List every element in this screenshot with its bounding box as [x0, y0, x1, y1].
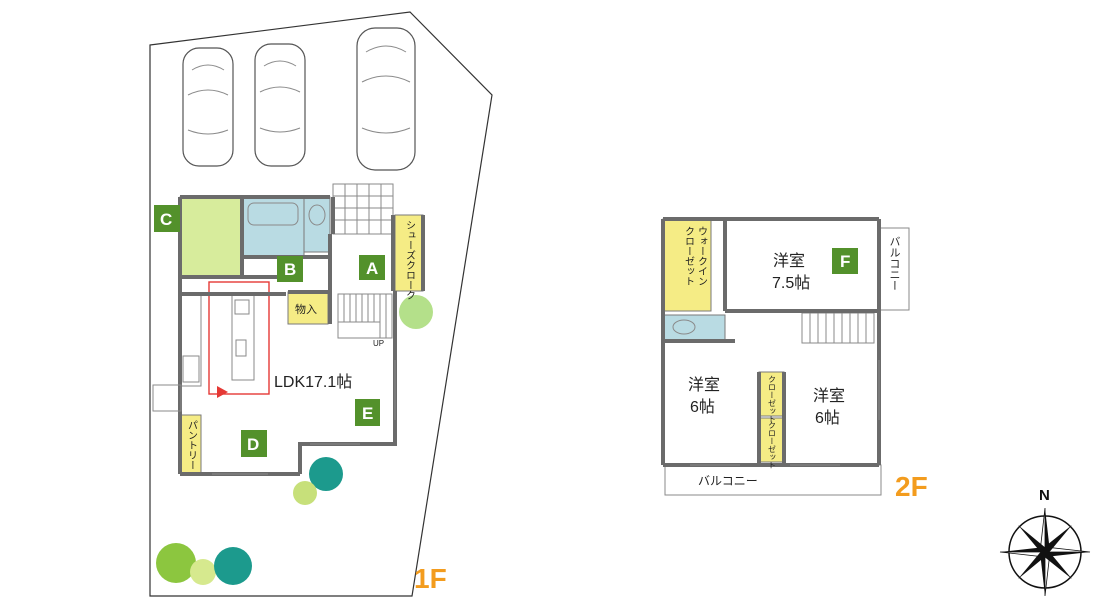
site-boundary — [149, 11, 493, 597]
badge-c[interactable]: C — [154, 205, 180, 232]
floor-label-1f: 1F — [414, 563, 447, 594]
room-6-left-size: 6帖 — [690, 398, 715, 416]
kitchen-highlight — [208, 281, 270, 395]
badge-f[interactable]: F — [832, 248, 858, 274]
bottom-balcony-label: バルコニー — [698, 474, 758, 488]
walkin-closet — [662, 218, 712, 312]
tree-icon — [190, 559, 216, 585]
badge-d[interactable]: D — [241, 430, 267, 457]
stairs-1f — [337, 293, 393, 339]
kitchen-arrow-icon — [217, 386, 228, 398]
svg-text:F: F — [840, 252, 850, 271]
storage — [287, 291, 329, 325]
tree-icon — [156, 543, 196, 583]
shoes-closet-label: シューズクローク — [404, 220, 416, 300]
trees-1f — [156, 295, 433, 585]
badge-e[interactable]: E — [355, 399, 380, 426]
building-2f — [661, 217, 910, 496]
floor-label-2f: 2F — [895, 471, 928, 502]
tree-icon — [309, 457, 343, 491]
entrance-tiles — [332, 183, 394, 235]
car-icon — [182, 47, 234, 167]
storage-label: 物入 — [295, 302, 317, 316]
svg-text:E: E — [362, 404, 373, 423]
toilet-2f — [662, 314, 726, 342]
site-1f — [149, 11, 493, 597]
svg-text:D: D — [247, 435, 259, 454]
room-75-size: 7.5帖 — [772, 274, 810, 292]
compass-north-label: N — [1039, 487, 1050, 504]
walkin-closet-label-1: ウォークイン — [696, 226, 708, 286]
car-icon — [356, 27, 416, 171]
stairs-2f — [801, 312, 875, 344]
room-6-right-size: 6帖 — [815, 409, 840, 427]
closet-lower-label: クローゼット — [768, 421, 777, 469]
tree-icon — [399, 295, 433, 329]
pantry-label: パントリー — [186, 420, 198, 470]
tree-icon — [293, 481, 317, 505]
svg-text:A: A — [366, 259, 378, 278]
walkin-closet-label-2: クローゼット — [683, 226, 695, 286]
bathroom — [241, 196, 305, 258]
room-6-right-label: 洋室 — [813, 387, 845, 405]
closet-upper — [758, 371, 785, 417]
side-balcony-label: バルコニー — [888, 236, 901, 291]
car-icon — [254, 43, 306, 167]
svg-text:B: B — [284, 260, 296, 279]
svg-text:C: C — [160, 210, 172, 229]
parking — [182, 27, 416, 171]
utility-room — [179, 196, 243, 278]
badge-a[interactable]: A — [359, 255, 385, 280]
walls-2f — [661, 217, 881, 467]
room-6-left-label: 洋室 — [688, 376, 720, 394]
badge-b[interactable]: B — [277, 256, 303, 282]
compass-icon: N — [999, 487, 1091, 597]
up-label: UP — [373, 339, 384, 348]
closet-upper-label: クローゼット — [768, 375, 777, 423]
room-75-label: 洋室 — [773, 252, 805, 270]
tree-icon — [214, 547, 252, 585]
ldk-label: LDK17.1帖 — [274, 373, 352, 391]
shoes-closet — [394, 214, 424, 292]
